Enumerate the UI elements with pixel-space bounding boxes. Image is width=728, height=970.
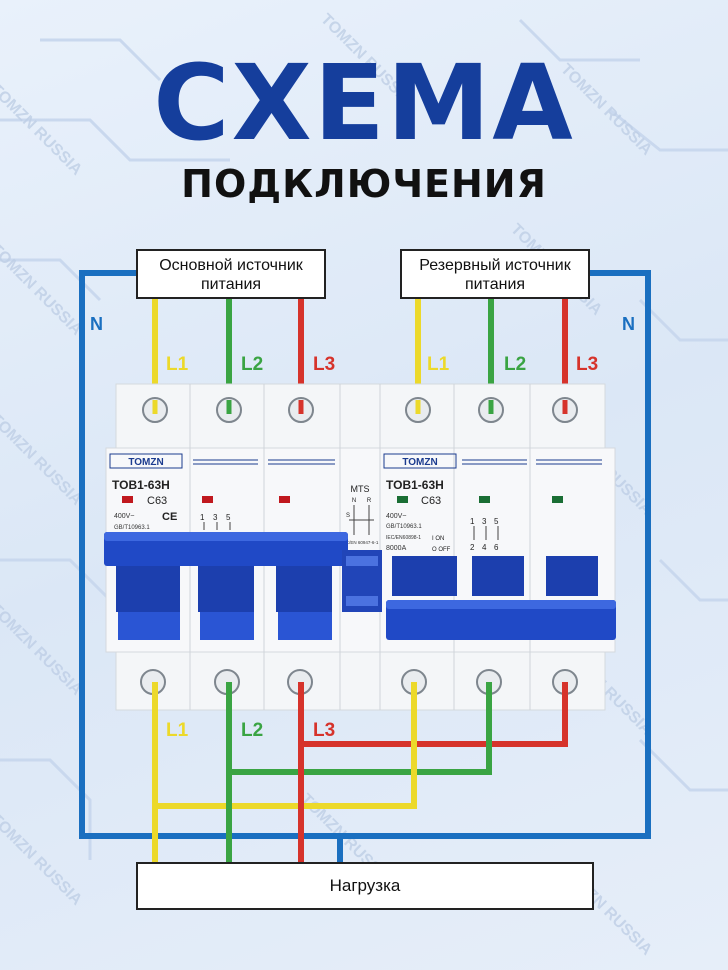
mts-n: N bbox=[352, 498, 356, 504]
status-indicator bbox=[122, 496, 133, 503]
main-breaker-handle[interactable] bbox=[104, 532, 348, 640]
reserve-breaker-handle[interactable] bbox=[386, 556, 616, 640]
neutral-wire bbox=[79, 270, 651, 864]
circuit-trace bbox=[0, 118, 230, 162]
status-indicator bbox=[479, 496, 490, 503]
breaker-rating: C63 bbox=[421, 495, 441, 507]
neutral-label-left: N bbox=[90, 314, 103, 334]
circuit-trace bbox=[638, 298, 728, 342]
circuit-trace bbox=[518, 18, 640, 62]
terminal-number: 1 bbox=[470, 517, 475, 526]
brand-logo: TOMZN bbox=[128, 457, 163, 468]
reserve-power-source-label: Резервный источник питания bbox=[400, 249, 590, 299]
phase-label: L1 bbox=[166, 720, 189, 741]
status-indicator bbox=[552, 496, 563, 503]
circuit-trace bbox=[0, 758, 92, 860]
breaker-voltage: 400V~ bbox=[386, 513, 406, 520]
terminal-number: 5 bbox=[226, 513, 231, 522]
breaker-model: TOB1-63H bbox=[386, 478, 444, 492]
circuit-trace bbox=[0, 558, 112, 602]
load-label: Нагрузка bbox=[136, 862, 594, 910]
circuit-trace bbox=[0, 258, 102, 302]
breaker-standard: GB/T10963.1 bbox=[386, 524, 422, 530]
neutral-label-right: N bbox=[622, 314, 635, 334]
breaker-model: TOB1-63H bbox=[112, 478, 170, 492]
circuit-trace bbox=[609, 108, 728, 152]
ce-mark: CE bbox=[162, 511, 177, 523]
breaker-standard: GB/T10963.1 bbox=[114, 525, 150, 531]
phase-label: L3 bbox=[313, 354, 335, 375]
phase-label: L3 bbox=[313, 720, 335, 741]
load-phase-wires bbox=[152, 682, 568, 864]
circuit-trace bbox=[658, 558, 728, 602]
phase-label: L1 bbox=[166, 354, 189, 375]
terminal-number: 4 bbox=[482, 543, 487, 552]
brand-badge bbox=[383, 453, 457, 469]
brand-badge bbox=[109, 453, 183, 469]
breaker-rating: C63 bbox=[147, 495, 167, 507]
terminal-number: 1 bbox=[200, 513, 205, 522]
top-phase-labels: L1 L2 L3 L1 L2 L3 bbox=[166, 354, 598, 375]
phase-label: L2 bbox=[504, 354, 526, 375]
brand-logo: TOMZN bbox=[402, 457, 437, 468]
page-subtitle: ПОДКЛЮЧЕНИЯ bbox=[181, 162, 547, 206]
circuit-trace bbox=[638, 738, 728, 792]
phase-label: L2 bbox=[241, 354, 263, 375]
load-phase-labels: L1 L2 L3 bbox=[166, 720, 335, 741]
main-power-source-label: Основной источник питания bbox=[136, 249, 326, 299]
terminal-number: 6 bbox=[494, 543, 499, 552]
mts-r: R bbox=[367, 498, 372, 504]
phase-label: L1 bbox=[427, 354, 450, 375]
terminal-number: 2 bbox=[470, 543, 475, 552]
terminal-number: 5 bbox=[494, 517, 499, 526]
page-title: СХЕМА bbox=[153, 42, 575, 164]
mts-s: S bbox=[346, 513, 350, 519]
circuit-trace bbox=[40, 38, 162, 82]
phase-label: L3 bbox=[576, 354, 598, 375]
breaker-standard-2: IEC/EN60898-1 bbox=[386, 535, 421, 541]
status-indicator bbox=[397, 496, 408, 503]
off-label: O OFF bbox=[432, 547, 451, 553]
mechanical-interlock bbox=[342, 550, 382, 612]
on-label: I ON bbox=[432, 536, 444, 542]
status-indicator bbox=[202, 496, 213, 503]
mts-standard: IEC/EN 60947-6-1 bbox=[342, 540, 379, 545]
mts-label: MTS bbox=[351, 484, 370, 494]
breaker-voltage: 400V~ bbox=[114, 513, 134, 520]
terminal-number: 3 bbox=[482, 517, 487, 526]
breaker-capacity: 8000A bbox=[386, 545, 407, 552]
terminal-number: 3 bbox=[213, 513, 218, 522]
transfer-switch-device: TOMZN TOB1-63H C63 400V~ CE GB/T10963.1 … bbox=[104, 383, 616, 711]
status-indicator bbox=[279, 496, 290, 503]
phase-label: L2 bbox=[241, 720, 263, 741]
